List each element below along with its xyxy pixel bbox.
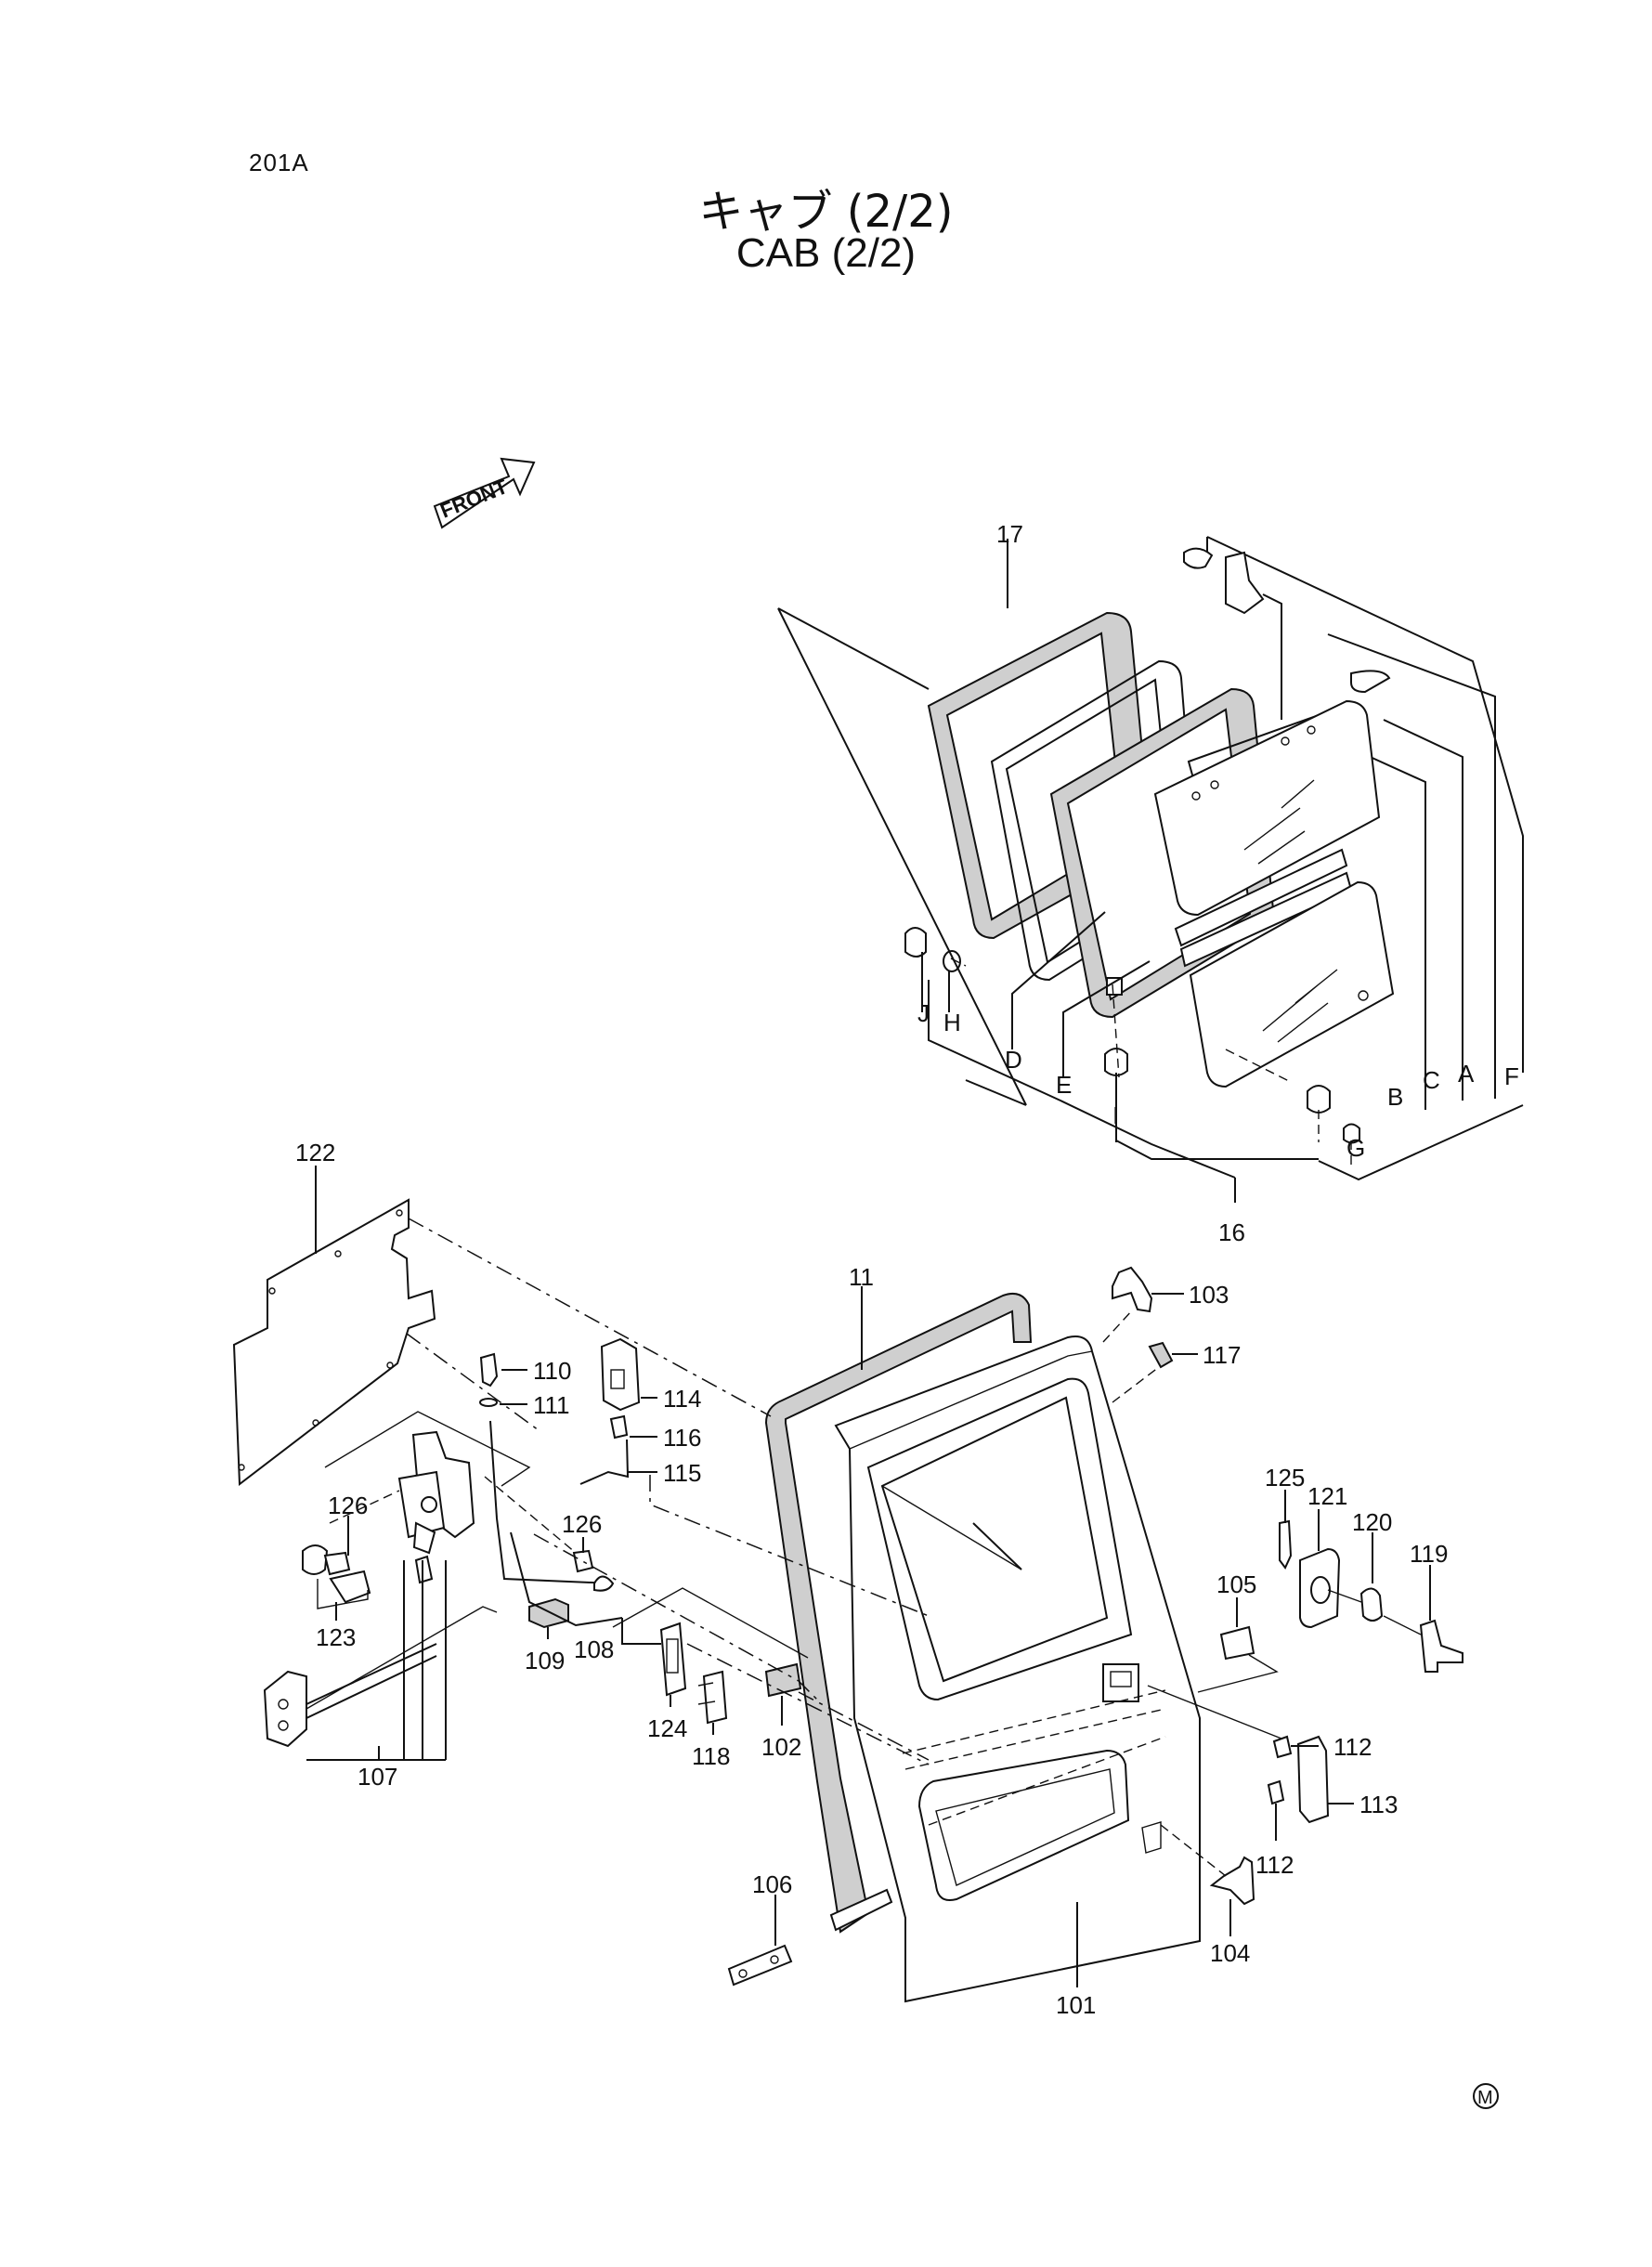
callout-118: 118 xyxy=(692,1742,730,1770)
letter-A: A xyxy=(1458,1060,1475,1088)
callout-104: 104 xyxy=(1210,1939,1250,1967)
letter-C: C xyxy=(1423,1066,1440,1094)
callout-108: 108 xyxy=(574,1635,614,1663)
title-english: CAB (2/2) xyxy=(735,230,917,276)
front-label: FRONT xyxy=(437,475,512,523)
callout-121: 121 xyxy=(1307,1482,1347,1510)
letter-J: J xyxy=(917,999,930,1027)
callout-107: 107 xyxy=(358,1763,397,1791)
letter-E: E xyxy=(1056,1071,1072,1099)
callout-112-lower: 112 xyxy=(1255,1851,1294,1879)
letter-I: I xyxy=(1112,1101,1119,1129)
callout-126-left: 126 xyxy=(328,1492,368,1519)
callout-106: 106 xyxy=(752,1870,792,1898)
callout-113: 113 xyxy=(1359,1791,1398,1818)
callout-111: 111 xyxy=(533,1391,570,1419)
model-mark: M xyxy=(1477,2088,1493,2108)
callout-115: 115 xyxy=(663,1459,701,1487)
callout-116: 116 xyxy=(663,1424,701,1452)
callout-105: 105 xyxy=(1216,1570,1256,1598)
letter-H: H xyxy=(943,1009,961,1036)
callout-117: 117 xyxy=(1203,1341,1241,1369)
callout-122: 122 xyxy=(295,1139,335,1166)
door-assembly: 11 101 xyxy=(764,1263,1201,2019)
title-japanese: キャブ (2/2) xyxy=(698,186,954,238)
callout-125: 125 xyxy=(1265,1464,1305,1492)
page-code: 201A xyxy=(249,149,309,176)
callout-124: 124 xyxy=(647,1714,687,1742)
callout-109: 109 xyxy=(525,1647,565,1674)
front-arrow-icon: FRONT xyxy=(433,457,536,529)
callout-120: 120 xyxy=(1352,1508,1392,1536)
letter-F: F xyxy=(1504,1062,1519,1090)
callout-123: 123 xyxy=(316,1623,356,1651)
letter-D: D xyxy=(1005,1046,1022,1074)
callout-114: 114 xyxy=(663,1385,701,1413)
callout-112-upper: 112 xyxy=(1333,1733,1372,1761)
letter-G: G xyxy=(1346,1134,1365,1162)
lock-mechanism xyxy=(263,1337,930,1987)
callout-17: 17 xyxy=(996,520,1023,548)
callout-110: 110 xyxy=(533,1357,571,1385)
letter-B: B xyxy=(1387,1083,1403,1111)
callout-126-upper: 126 xyxy=(562,1510,602,1538)
callout-11: 11 xyxy=(849,1263,874,1291)
callout-103: 103 xyxy=(1189,1281,1229,1309)
callout-labels: 103 117 110 111 114 116 115 126 126 123 … xyxy=(306,1281,1448,1967)
callout-16: 16 xyxy=(1218,1218,1245,1246)
cover-panel-122: 122 xyxy=(232,1139,772,1486)
model-mark-icon: M xyxy=(1473,2083,1499,2109)
callout-119: 119 xyxy=(1410,1540,1448,1568)
window-assembly: J H D E I G B C A F 17 16 xyxy=(777,520,1524,1246)
callout-101: 101 xyxy=(1056,1991,1096,2019)
callout-102: 102 xyxy=(761,1733,801,1761)
right-hardware xyxy=(1102,1266,1463,1906)
